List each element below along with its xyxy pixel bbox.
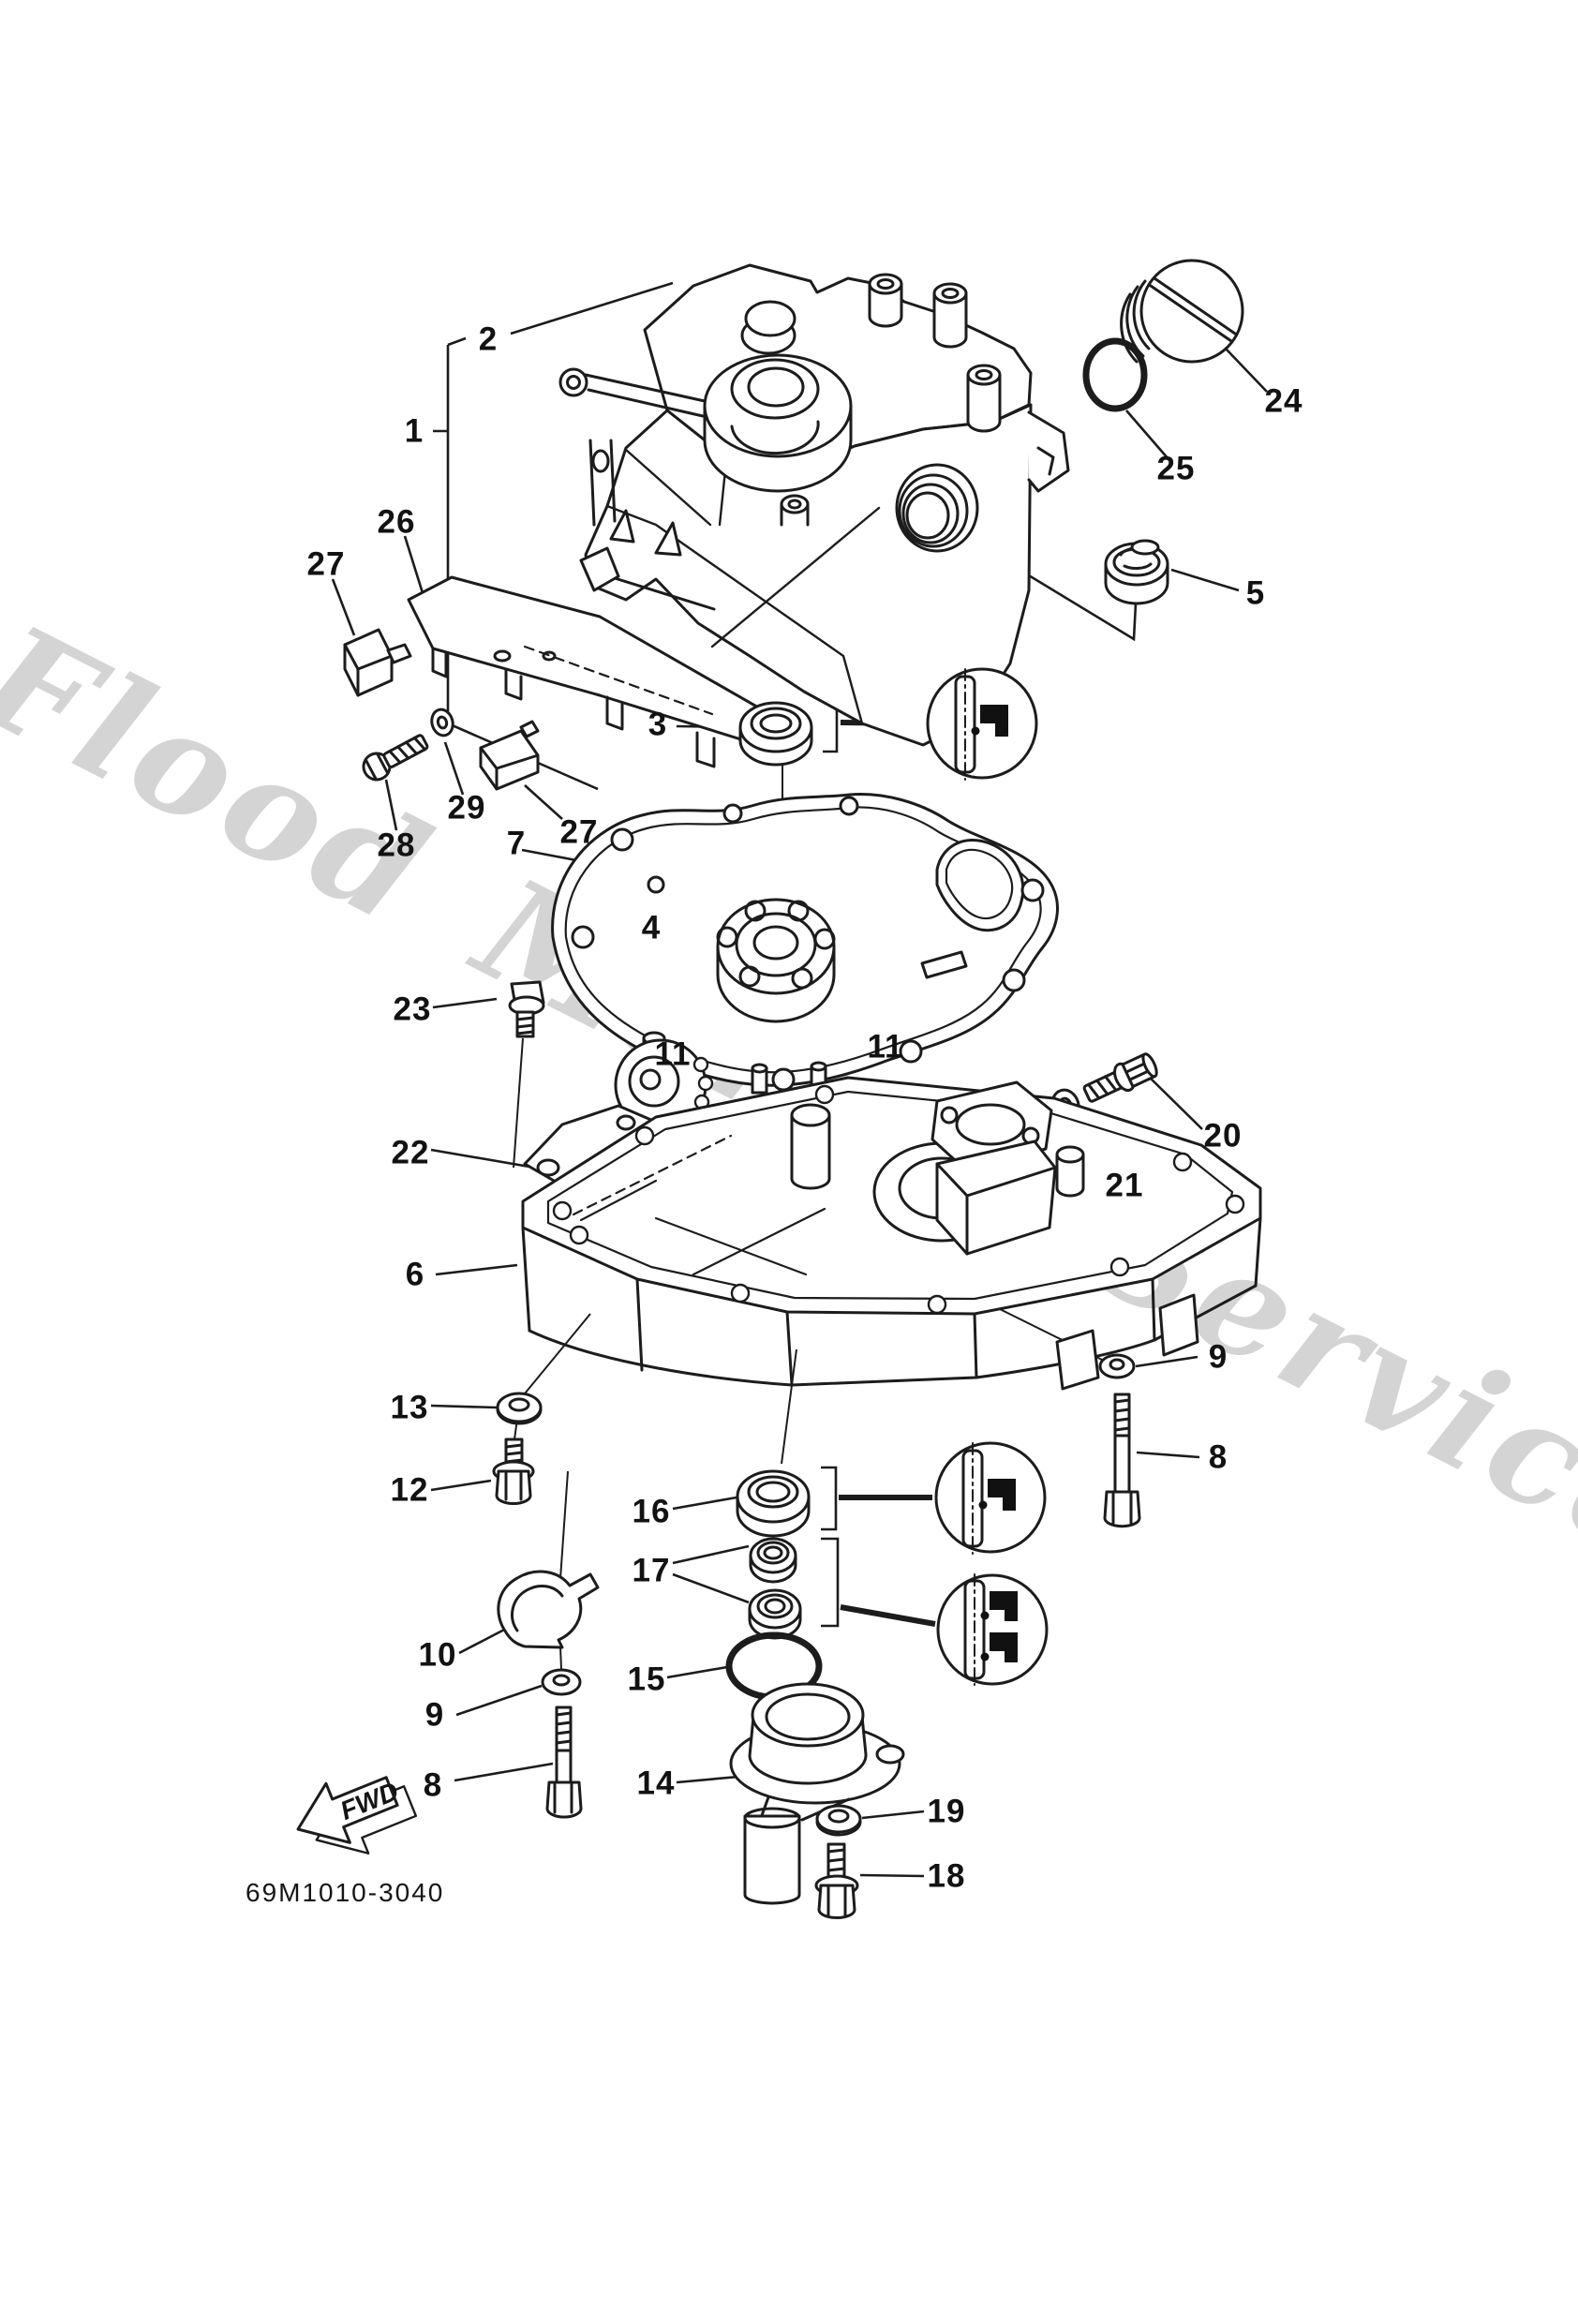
callout-27b: 27 [559,813,599,851]
callout-14: 14 [636,1765,676,1802]
o-ring-25 [1082,337,1148,412]
detail-circle-seal17 [936,1573,1049,1686]
callout-15: 15 [627,1661,666,1698]
callout-11b: 11 [867,1028,904,1065]
washer-9a [1098,1353,1136,1379]
bolt-tower [868,273,903,328]
callout-10: 10 [418,1636,457,1674]
bolt-tower [932,282,968,349]
callout-13: 13 [390,1389,429,1426]
callout-20: 20 [1203,1117,1243,1155]
callout-4: 4 [641,909,662,946]
fwd-arrow: FWD [296,1776,418,1855]
callout-25: 25 [1156,450,1196,487]
callout-16: 16 [632,1493,671,1530]
callout-12: 12 [390,1471,429,1509]
callout-6: 6 [405,1256,425,1293]
bolt-8a [1103,1393,1141,1528]
bolt-12 [492,1438,535,1505]
clamp-10 [497,1570,600,1649]
washer-19 [815,1804,862,1837]
callout-7: 7 [506,825,527,862]
dowel-pin-11a [751,1063,768,1095]
callout-28: 28 [377,827,416,864]
callout-24: 24 [1264,382,1303,420]
bearing-17a [749,1537,797,1584]
bolt-tower [966,364,1002,433]
callout-27a: 27 [306,545,346,583]
washer-29 [430,708,454,737]
callout-22: 22 [391,1134,430,1171]
callout-21: 21 [1105,1167,1144,1204]
cylinder-body [558,263,1070,747]
oil-filler-cap [1120,259,1244,364]
rubber-mount-27a [343,628,412,697]
callout-26: 26 [377,503,416,541]
callout-1: 1 [404,412,424,450]
drawing-number: 69M1010-3040 [246,1878,445,1907]
detail-circle-seal3 [926,667,1038,781]
detail-circle-seal16 [934,1441,1047,1555]
washer-13 [496,1392,543,1425]
oil-seal-3 [738,701,813,767]
washer-9b [541,1668,582,1696]
rubber-mount-27b [479,720,540,791]
callout-8a: 8 [1208,1438,1228,1476]
callout-23: 23 [393,991,432,1028]
callout-9b: 9 [424,1696,445,1734]
callout-19: 19 [927,1793,966,1830]
callout-17: 17 [632,1552,671,1589]
callout-29: 29 [447,789,486,827]
callout-3: 3 [648,706,668,743]
bearing-17b [748,1588,802,1640]
callout-5: 5 [1245,574,1266,612]
seal-5 [1104,539,1169,605]
callout-8b: 8 [423,1766,443,1804]
bolt-23 [508,980,545,1038]
bolt-8b [545,1706,583,1819]
oil-pickup-14 [729,1682,905,1905]
callout-11a: 11 [654,1035,692,1073]
bolt-18 [814,1842,859,1919]
seal-16 [736,1469,811,1538]
callout-9a: 9 [1208,1338,1228,1376]
callout-18: 18 [927,1857,966,1895]
callout-2: 2 [478,320,499,358]
bolt-20 [1082,1052,1158,1103]
crankcase-6 [521,1076,1262,1391]
bearing-4 [716,898,836,1023]
bolt-28 [362,734,429,782]
